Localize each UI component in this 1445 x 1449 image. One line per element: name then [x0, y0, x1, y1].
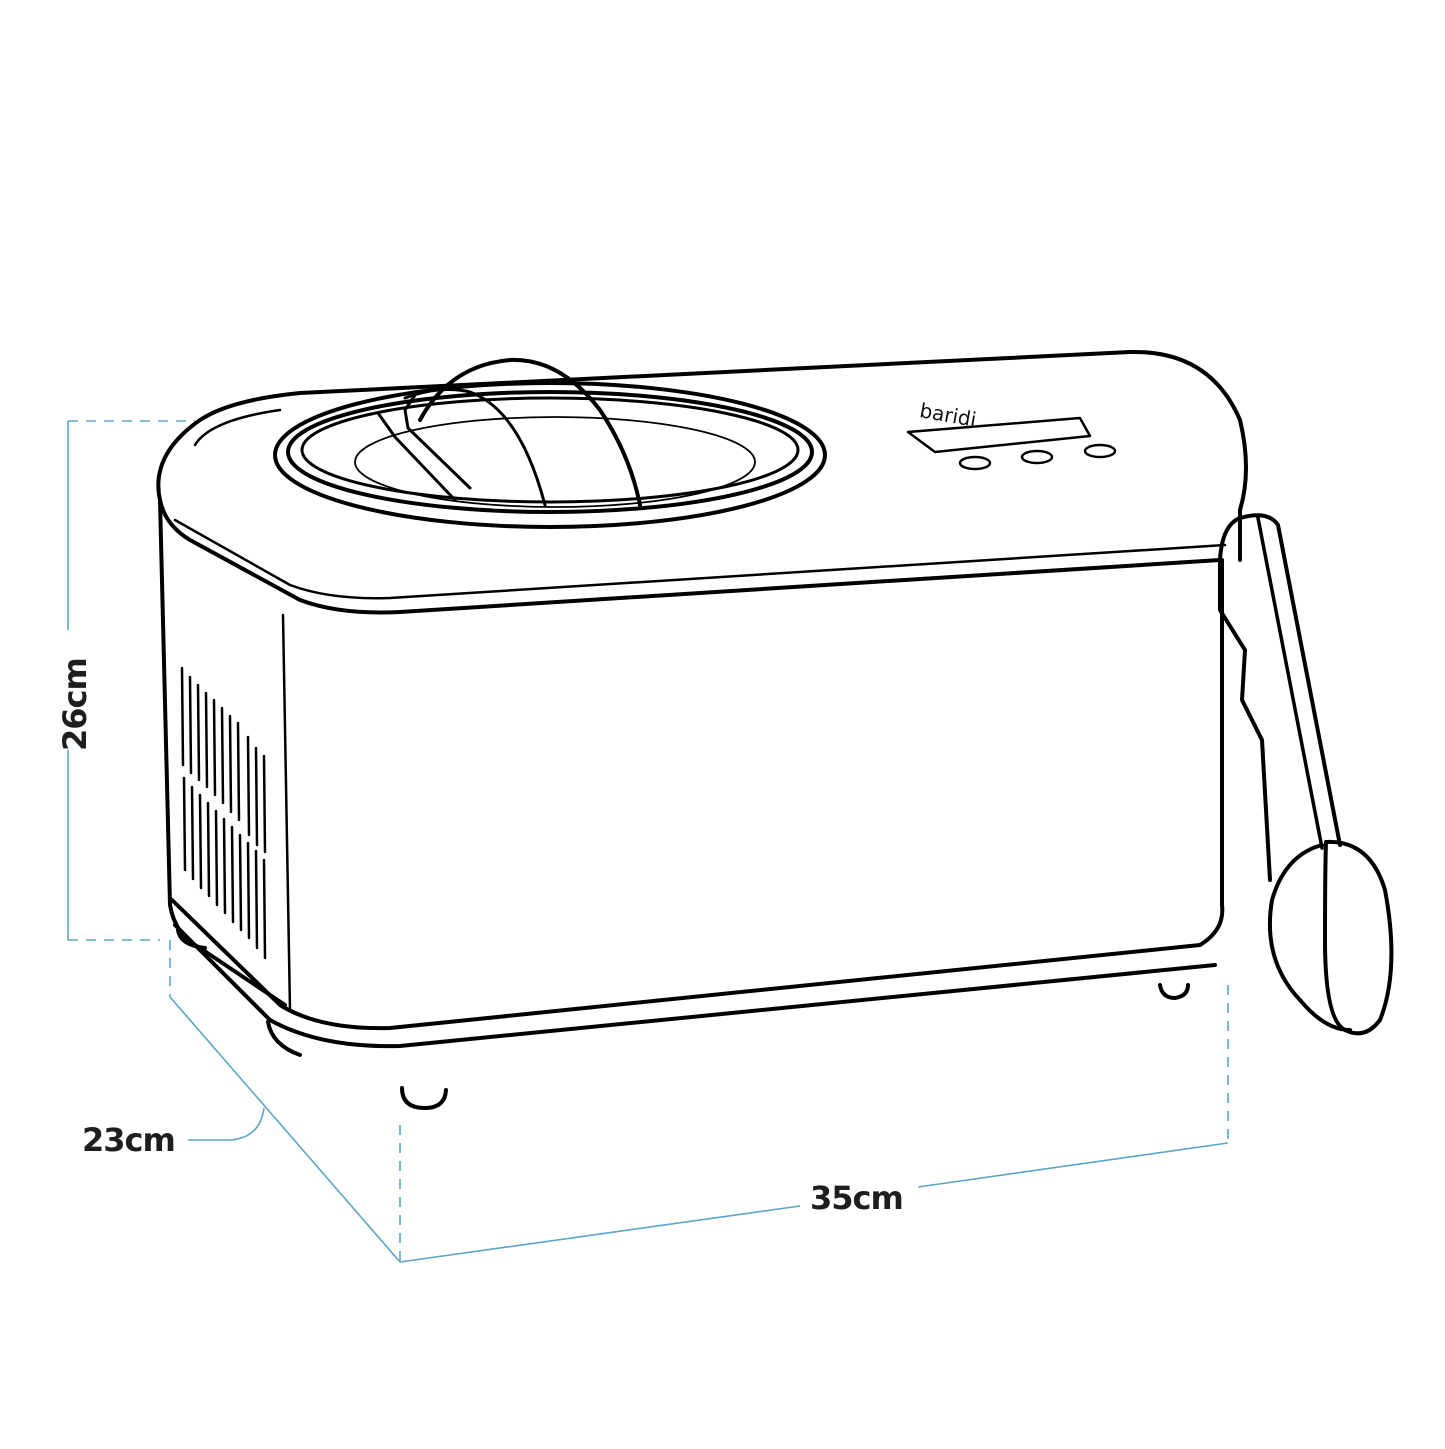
- scoop-bowl-rim: [1323, 839, 1394, 1036]
- top-bevel: [173, 518, 1227, 600]
- control-button-3[interactable]: [1083, 443, 1117, 459]
- top-inner-edge: [193, 408, 282, 447]
- ice-cream-maker: [156, 349, 1394, 1110]
- height-dimension-label: 26cm: [56, 658, 94, 751]
- body-right-edge: [1198, 558, 1225, 947]
- foot-front-left: [266, 1020, 302, 1057]
- scoop-handle-ridge: [1256, 516, 1324, 850]
- width-line-left: [399, 1205, 801, 1263]
- lid-spout-edge: [376, 411, 457, 502]
- foot-front-right: [1158, 983, 1190, 1000]
- depth-leader: [188, 1107, 265, 1141]
- scoop-handle-back: [1218, 516, 1272, 882]
- depth-dimension-label: 23cm: [82, 1121, 176, 1159]
- lid-outer-ring: [273, 381, 827, 529]
- foot-back-left: [176, 928, 207, 950]
- width-line-right: [917, 1142, 1229, 1188]
- foot-front-center: [400, 1086, 448, 1110]
- control-button-1[interactable]: [958, 455, 992, 471]
- side-vents: [180, 666, 267, 960]
- control-button-2[interactable]: [1020, 449, 1054, 465]
- top-outline: [156, 349, 1248, 562]
- top-front-edge: [158, 498, 1222, 615]
- base-lower-edge: [173, 923, 1217, 1049]
- lid-ring-2: [286, 390, 814, 514]
- scoop-handle-front: [1238, 513, 1342, 847]
- lid-dome-handle: [418, 357, 642, 507]
- body-corner: [281, 613, 292, 1012]
- lcd-display: [906, 416, 1092, 454]
- lid-handle-arc: [403, 388, 547, 507]
- lid-spout: [403, 393, 472, 490]
- base-upper-edge: [170, 898, 1202, 1031]
- width-dimension-label: 35cm: [810, 1179, 904, 1217]
- scoop-bowl-body: [1267, 843, 1352, 1032]
- dimension-lines: [67, 420, 1229, 1263]
- depth-line: [169, 996, 401, 1263]
- lid-ring-3: [300, 396, 800, 504]
- lid-inner-window: [354, 416, 756, 508]
